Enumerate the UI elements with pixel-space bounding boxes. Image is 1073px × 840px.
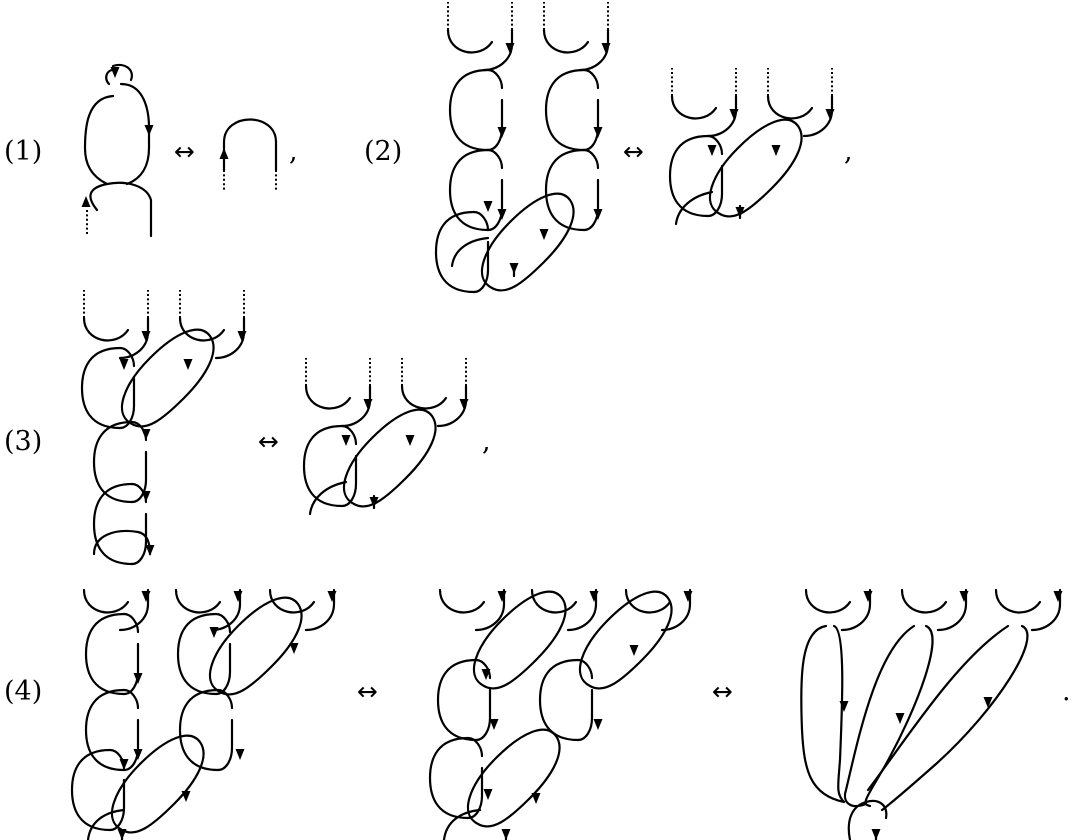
relation-2-right-diagram — [668, 66, 835, 226]
relation-1-trailing-comma: , — [289, 136, 298, 167]
relation-3-left-diagram — [80, 288, 247, 566]
relation-4-equiv-symbol-2: ↔ — [712, 677, 733, 706]
relation-1-equiv-symbol: ↔ — [174, 137, 195, 166]
relation-3-equiv-symbol: ↔ — [258, 427, 279, 456]
relation-2-trailing-comma: , — [844, 136, 853, 167]
relation-4-middle-diagram — [428, 588, 693, 840]
relation-label-3: (3) — [4, 426, 42, 457]
relation-1-left-diagram — [81, 63, 154, 238]
relation-4-trailing-period: . — [1062, 676, 1071, 707]
relation-3-trailing-comma: , — [482, 426, 491, 457]
relation-label-4: (4) — [4, 676, 42, 707]
relation-1-right-arc — [219, 118, 278, 190]
relation-3-right-diagram — [302, 356, 469, 516]
relation-label-1: (1) — [4, 136, 42, 167]
relation-2-equiv-symbol: ↔ — [623, 137, 644, 166]
relation-4-right-diagram — [800, 588, 1063, 840]
relation-4-equiv-symbol-1: ↔ — [357, 677, 378, 706]
relation-2-left-diagram — [434, 0, 611, 294]
relation-4-left-diagram — [70, 588, 337, 840]
relation-label-2: (2) — [364, 136, 402, 167]
